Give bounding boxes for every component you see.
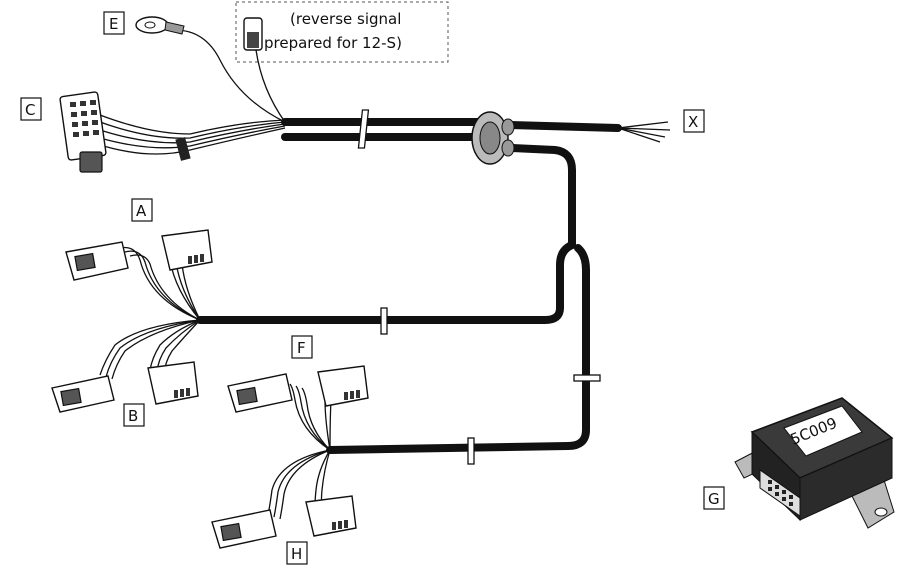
reverse-signal-note-line1: (reverse signal [290, 10, 401, 28]
reverse-signal-note-line2: prepared for 12-S) [264, 34, 402, 52]
svg-text:G: G [708, 490, 720, 508]
svg-text:E: E [109, 15, 118, 33]
label-b: B [123, 403, 145, 427]
cable-break-marks [357, 109, 601, 465]
label-h: H [286, 541, 308, 565]
ring-terminal-e [135, 16, 286, 123]
cable-grommet [471, 111, 515, 165]
svg-text:B: B [128, 407, 138, 425]
label-e: E [103, 11, 125, 35]
svg-text:F: F [297, 339, 306, 357]
svg-text:A: A [136, 202, 147, 220]
label-g: G [703, 486, 725, 510]
control-module-g: 5C009 [734, 397, 895, 529]
branch-harness-fh [211, 365, 369, 549]
label-a: A [131, 198, 153, 222]
label-x: X [683, 109, 705, 133]
svg-text:X: X [688, 113, 698, 131]
reverse-signal-connector: (reverse signal prepared for 12-S) [235, 1, 449, 123]
connector-c [59, 91, 286, 173]
open-wire-ends [617, 121, 671, 143]
svg-text:H: H [291, 545, 302, 563]
branch-harness-ab [51, 229, 213, 413]
label-f: F [291, 335, 313, 359]
svg-text:C: C [25, 101, 35, 119]
main-trunk-cables [196, 118, 622, 454]
label-c: C [20, 97, 42, 121]
